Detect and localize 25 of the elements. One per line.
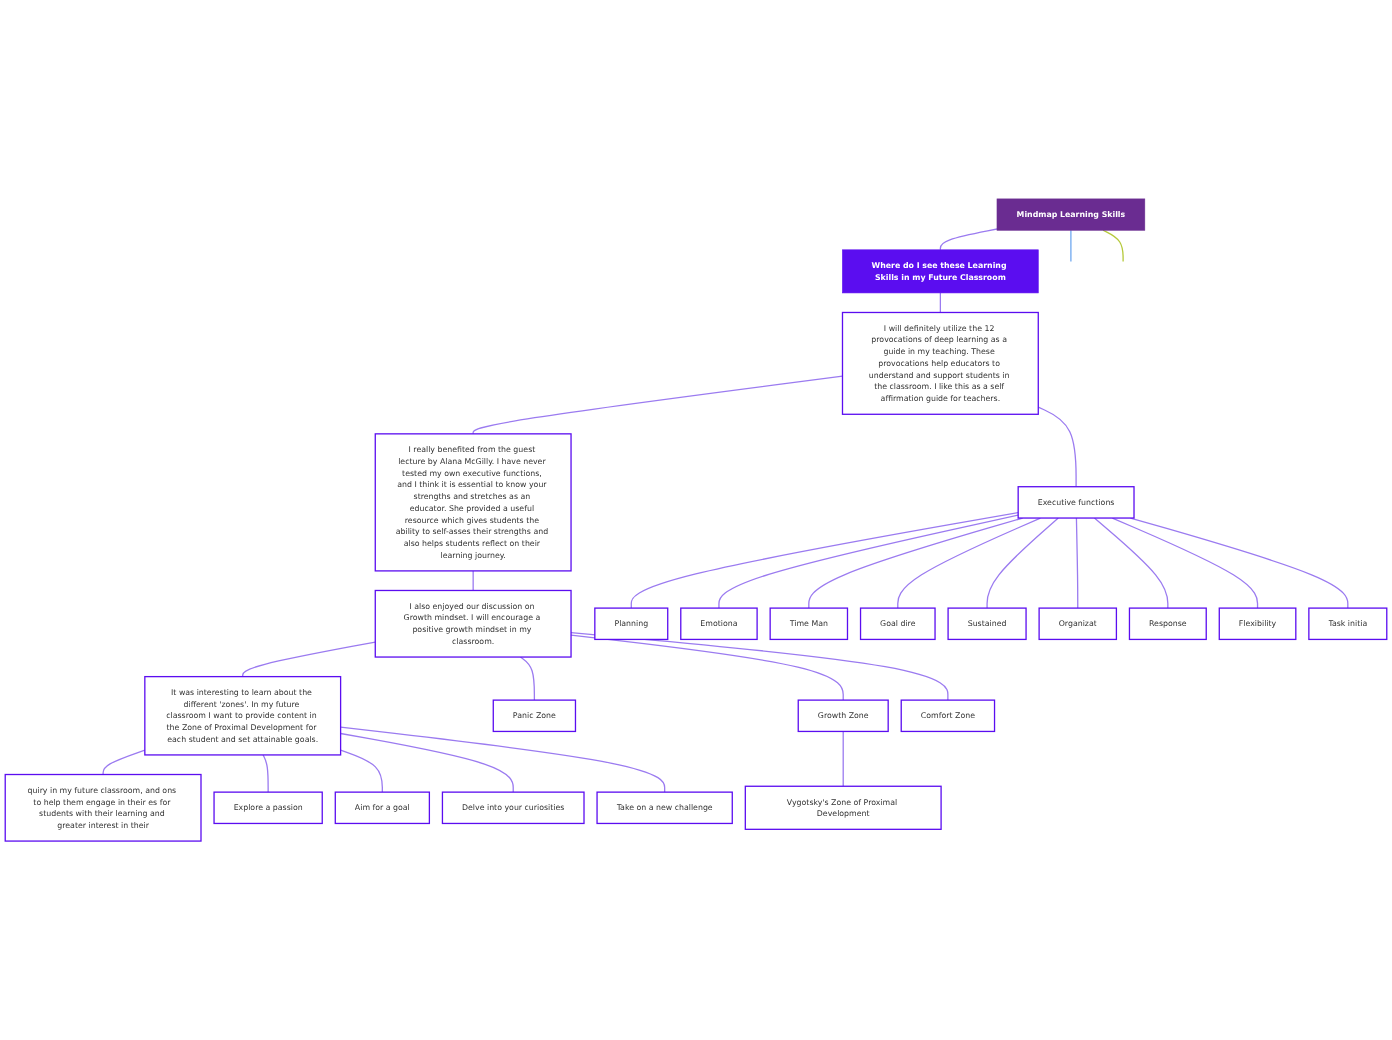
connector-line <box>262 754 269 793</box>
connector-line <box>897 517 1042 609</box>
connector-line <box>808 517 1024 609</box>
connector-line <box>570 634 844 701</box>
connector-line <box>718 514 1019 609</box>
connector-line <box>986 517 1059 609</box>
connector-line <box>1037 406 1077 488</box>
connector-line <box>519 656 536 701</box>
connector-line <box>842 730 844 787</box>
connector-line <box>339 749 383 793</box>
connector-line <box>472 375 844 435</box>
connector-line <box>102 749 146 776</box>
connector-line <box>1075 517 1079 609</box>
connector-line <box>1093 517 1169 609</box>
connector-line <box>339 732 514 793</box>
connector-line <box>1070 229 1072 263</box>
connector-line <box>339 726 666 793</box>
connector-line <box>1111 517 1259 609</box>
connector-line <box>472 570 474 592</box>
connector-line <box>939 228 998 251</box>
connector-line <box>630 511 1019 609</box>
connector-line <box>242 641 376 678</box>
connector-line <box>1102 229 1124 263</box>
connector-line <box>1129 517 1349 609</box>
connector-line <box>939 292 942 314</box>
